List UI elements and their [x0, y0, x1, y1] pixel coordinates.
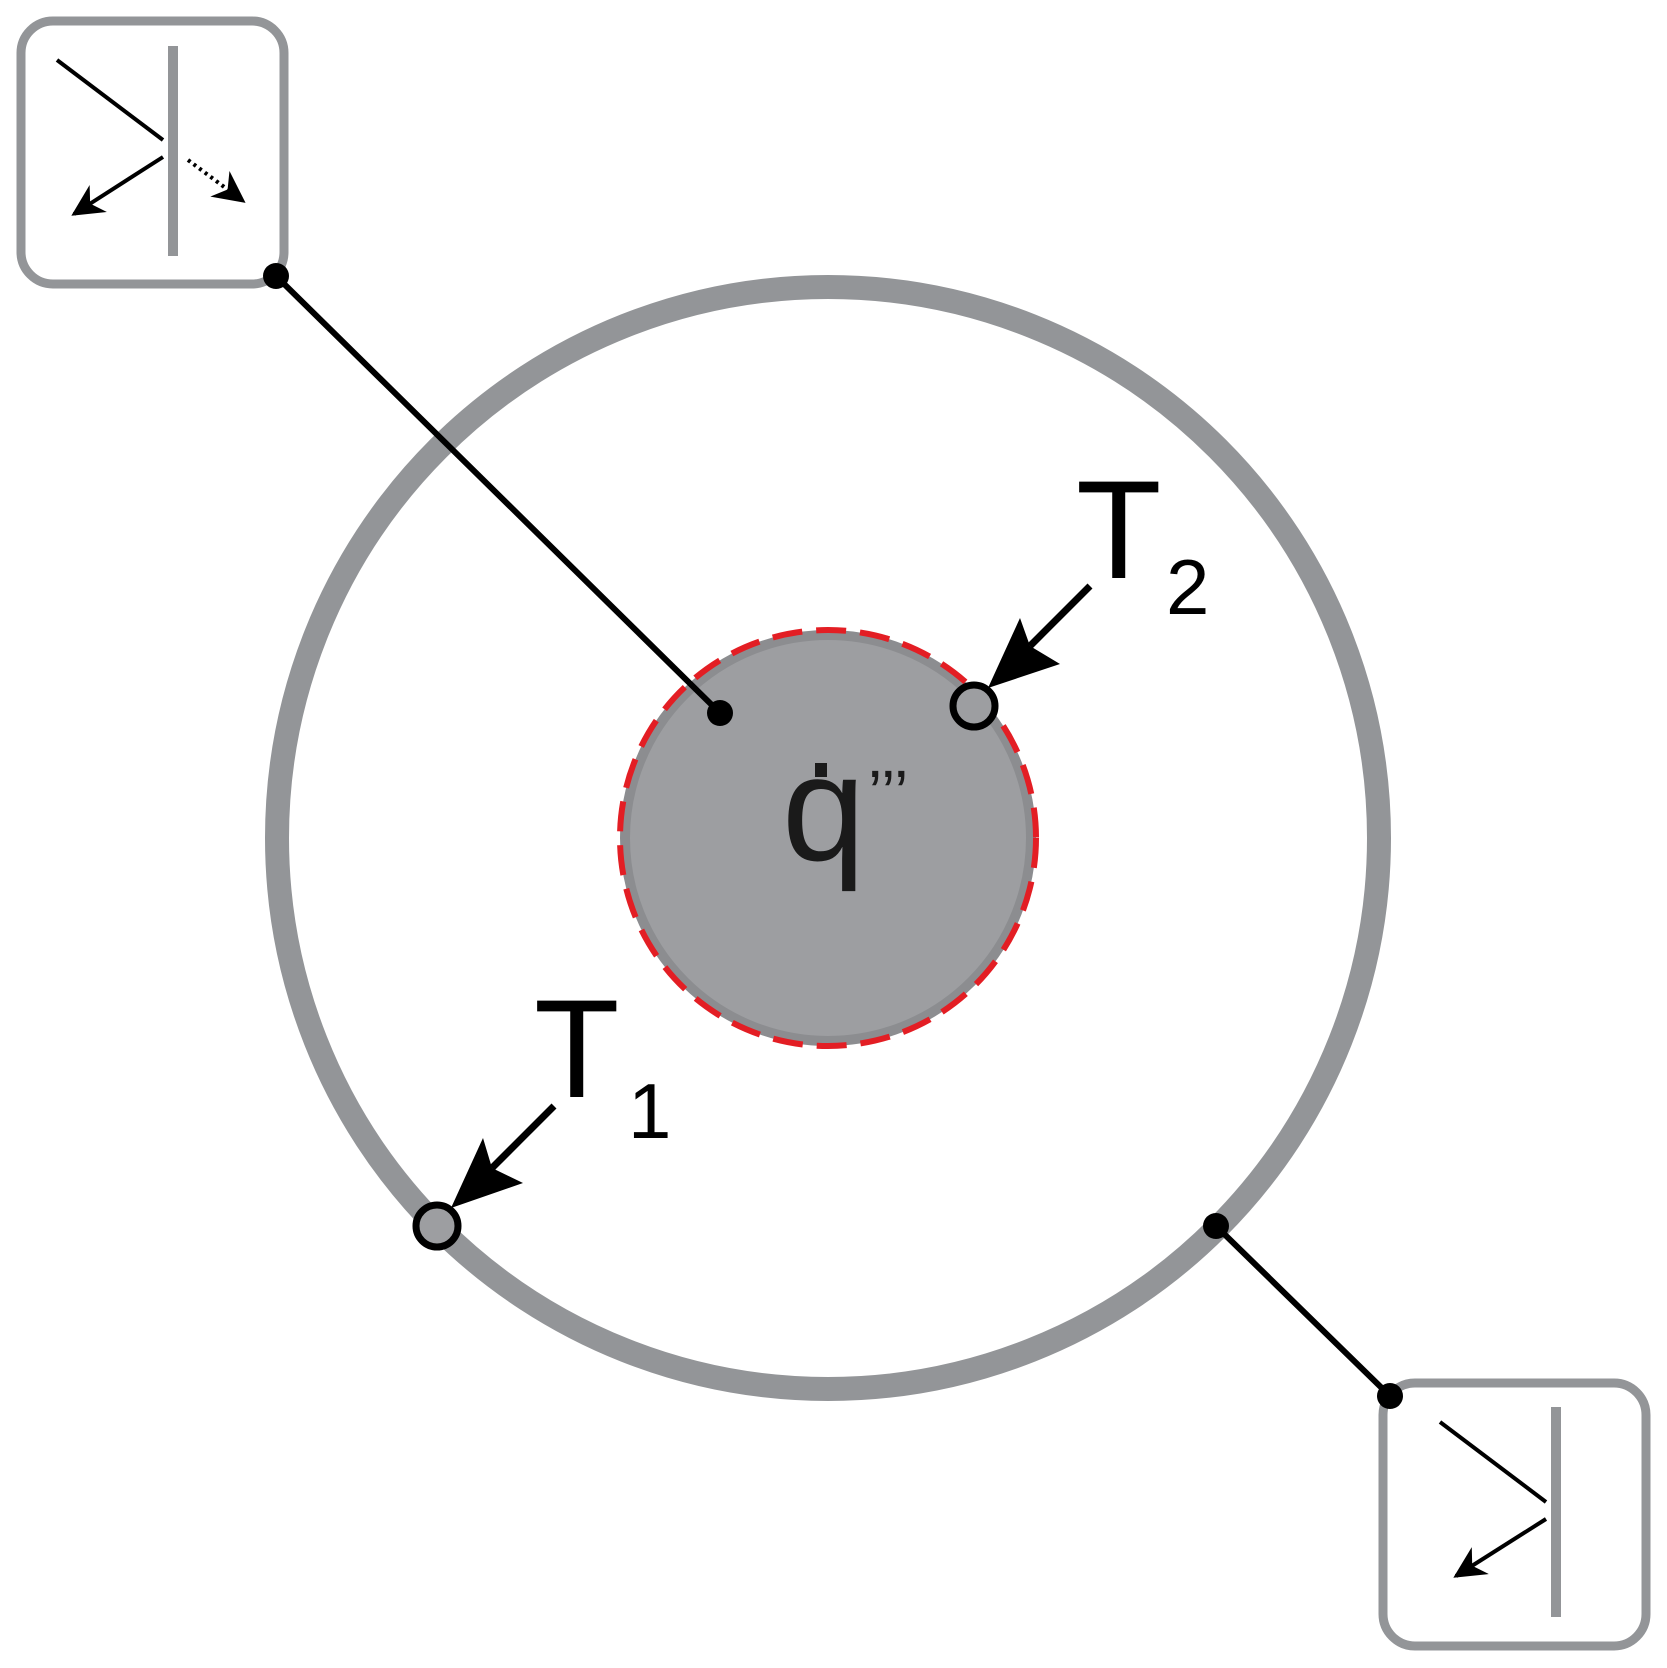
- t1-subscript: 1: [628, 1067, 671, 1155]
- leader-dot-core: [707, 700, 733, 726]
- t1-probe: T 1: [412, 970, 671, 1251]
- q-dot-mark: [815, 763, 827, 777]
- inner-core: [617, 627, 1039, 1049]
- heat-generation-label: q ’’’: [782, 724, 908, 892]
- leader-dot-box: [263, 263, 289, 289]
- t2-label: T: [1076, 451, 1162, 608]
- reflecting-transmitting-interface-icon: [55, 46, 246, 256]
- leader-dot-ring: [1203, 1213, 1229, 1239]
- leader-dot-box-br: [1377, 1383, 1403, 1409]
- core-boundary-dashed: [617, 627, 1039, 1049]
- triple-prime-mark: ’’’: [868, 757, 908, 829]
- reflecting-interface-icon: [1438, 1407, 1561, 1617]
- interface-box-bottom-right: [1378, 1378, 1651, 1651]
- leader-line-bottom-right: [1203, 1213, 1403, 1409]
- leader-line-top-left: [263, 263, 733, 726]
- t1-label: T: [534, 970, 620, 1127]
- t2-probe-circle: [949, 681, 999, 731]
- interface-box-top-left: [16, 16, 289, 289]
- t2-arrow-head: [988, 618, 1060, 688]
- q-symbol: q: [782, 724, 865, 892]
- t1-probe-circle: [412, 1201, 462, 1251]
- t1-arrow-head: [451, 1138, 523, 1208]
- t2-subscript: 2: [1166, 543, 1209, 631]
- outer-ring: [265, 275, 1391, 1401]
- t2-probe: T 2: [949, 451, 1209, 731]
